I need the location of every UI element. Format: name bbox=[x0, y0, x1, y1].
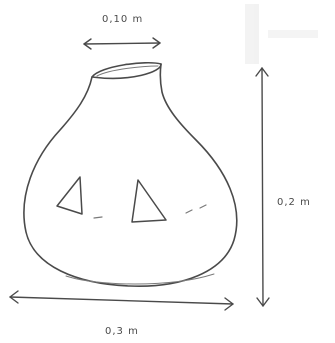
top-width-arrowhead-left bbox=[83, 38, 92, 50]
height-arrowhead-top bbox=[255, 67, 269, 77]
bottom-width-dimension: 0,3 m bbox=[9, 290, 234, 337]
vase-lip-inner bbox=[96, 65, 159, 77]
height-arrow-line bbox=[261, 67, 264, 307]
right-dash-mark-1 bbox=[185, 209, 193, 214]
bottom-width-arrowhead-left bbox=[9, 290, 19, 304]
bottom-width-arrowhead-right bbox=[224, 297, 234, 311]
vase-opening bbox=[91, 61, 162, 80]
vase-lip-ellipse bbox=[91, 61, 162, 80]
bottom-width-label: 0,3 m bbox=[105, 326, 139, 337]
height-dimension: 0,2 m bbox=[255, 67, 311, 307]
height-label: 0,2 m bbox=[277, 197, 311, 208]
right-dash-mark-2 bbox=[199, 204, 207, 209]
height-arrowhead-bottom bbox=[256, 297, 270, 307]
left-triangle-cutout bbox=[56, 176, 83, 215]
left-dash-mark bbox=[93, 216, 103, 219]
right-triangle-cutout bbox=[131, 179, 167, 223]
top-width-arrow-line bbox=[83, 42, 161, 45]
top-width-label: 0,10 m bbox=[102, 14, 143, 25]
background-smudge bbox=[245, 4, 318, 64]
top-width-arrowhead-right bbox=[152, 37, 161, 49]
top-width-dimension: 0,10 m bbox=[83, 14, 161, 50]
vase-base-line bbox=[65, 273, 215, 285]
vase-body-outline bbox=[23, 63, 238, 287]
bottom-width-arrow-line bbox=[9, 296, 234, 305]
